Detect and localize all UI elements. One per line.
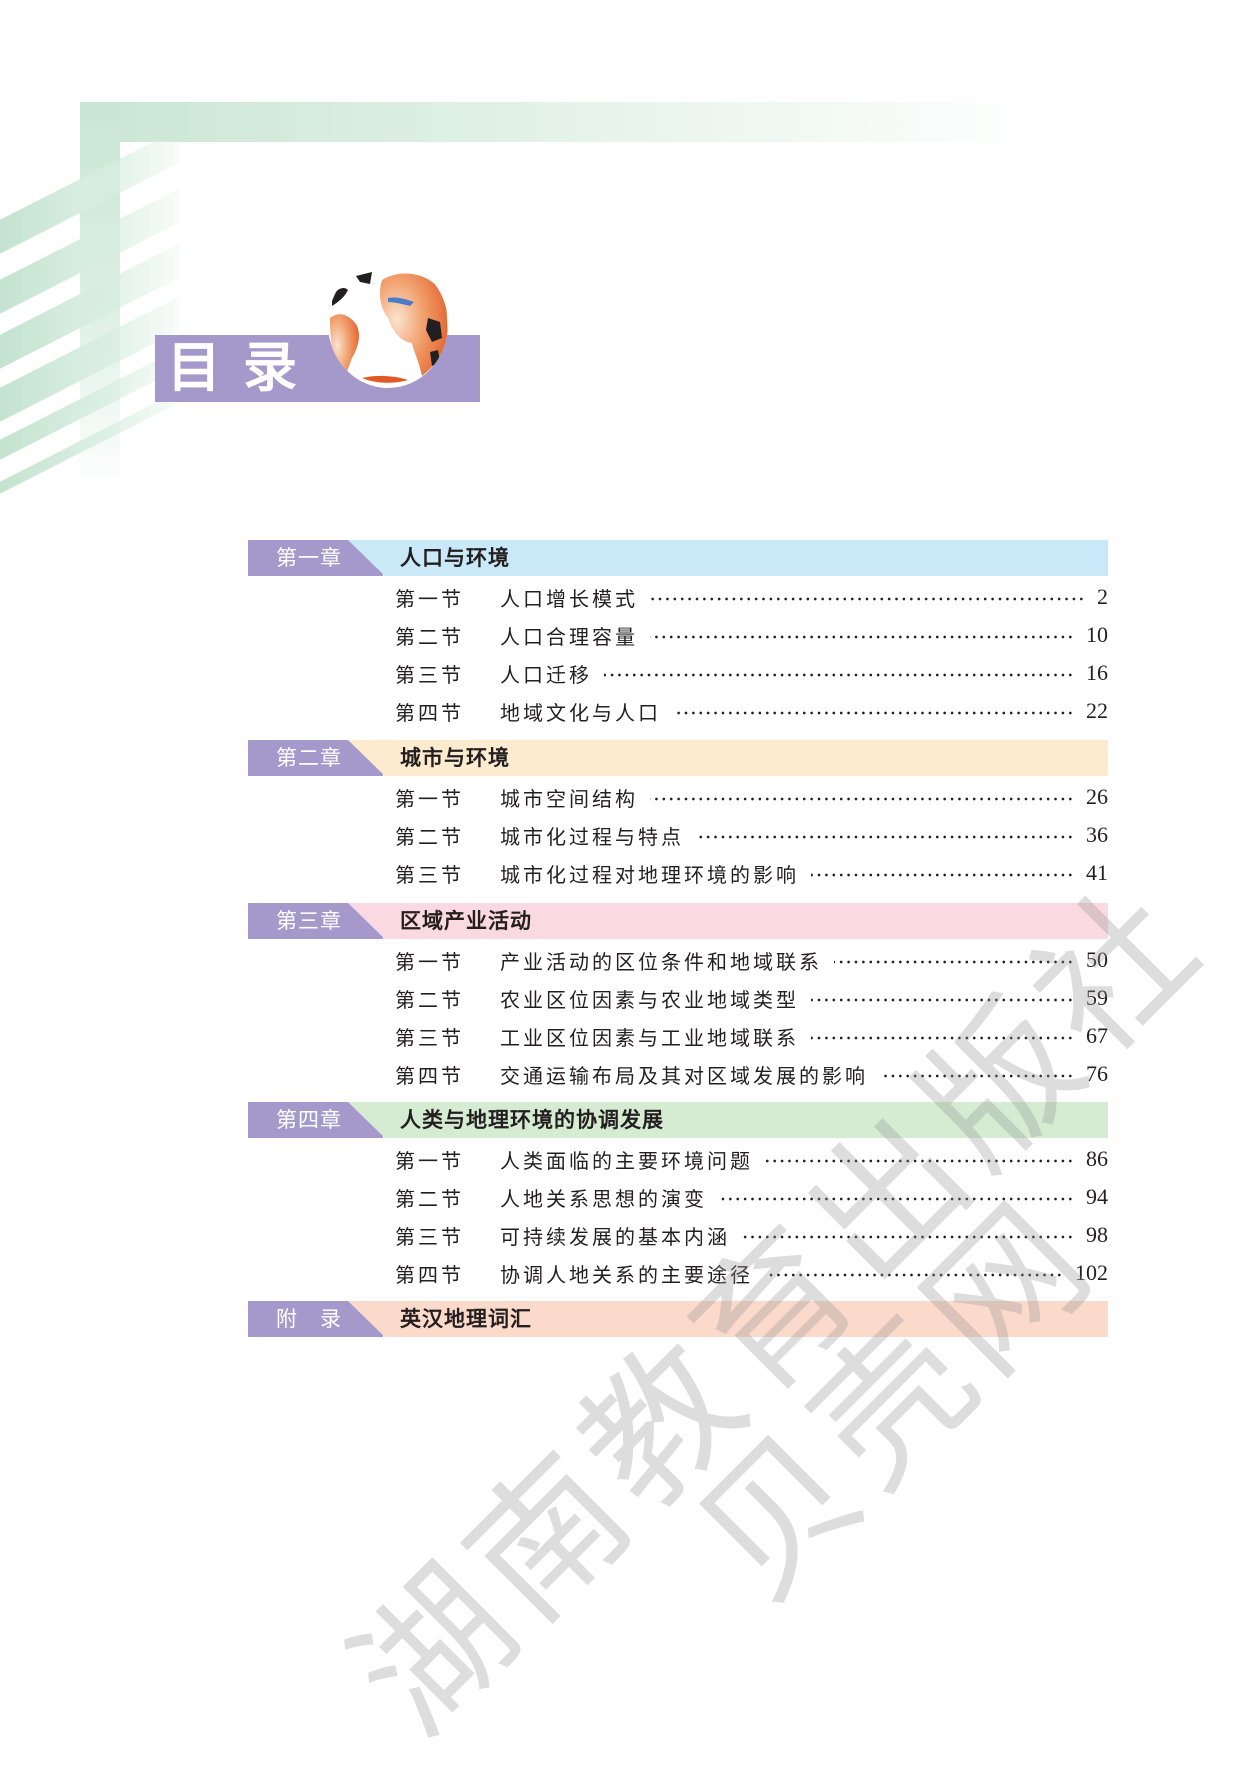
page-title: 目录: [167, 336, 319, 399]
chapter-label-text: 第一章: [276, 546, 342, 570]
page-number: 98: [1086, 1222, 1108, 1247]
section-title: 人口增长模式: [500, 586, 638, 611]
toc-entry[interactable]: 第四节 协调人地关系的主要途径 102: [395, 1256, 1108, 1290]
dot-leader: [880, 1073, 1074, 1079]
toc-entry[interactable]: 第三节 工业区位因素与工业地域联系 67: [395, 1019, 1108, 1053]
toc-entry[interactable]: 第一节 产业活动的区位条件和地域联系 50: [395, 943, 1108, 977]
dot-leader: [696, 834, 1074, 840]
chapter-title: 英汉地理词汇: [400, 1307, 532, 1331]
chapter-band: [348, 740, 1108, 776]
section-number: 第三节: [395, 1025, 464, 1050]
section-title: 人口迁移: [500, 662, 592, 687]
chapter-label-text: 第四章: [276, 1108, 342, 1132]
toc-entry[interactable]: 第二节 人地关系思想的演变 94: [395, 1180, 1108, 1214]
section-title: 工业区位因素与工业地域联系: [500, 1025, 799, 1050]
globe-icon: [328, 260, 448, 388]
page-number: 59: [1086, 985, 1108, 1010]
chapter-band: [348, 540, 1108, 576]
section-number: 第二节: [395, 1186, 464, 1211]
section-number: 第二节: [395, 987, 464, 1012]
toc-entry[interactable]: 第三节 人口迁移 16: [395, 656, 1108, 690]
page-number: 16: [1086, 660, 1108, 685]
dot-leader: [604, 672, 1074, 678]
dot-leader: [811, 872, 1074, 878]
chapter-band: [348, 1102, 1108, 1138]
page-number: 36: [1086, 822, 1108, 847]
section-number: 第三节: [395, 662, 464, 687]
page-number: 76: [1086, 1061, 1108, 1086]
chapter-title: 区域产业活动: [400, 909, 532, 933]
toc-entry[interactable]: 第一节 人口增长模式 2: [395, 580, 1108, 614]
section-number: 第一节: [395, 949, 464, 974]
page-number: 22: [1086, 698, 1108, 723]
section-number: 第四节: [395, 1262, 464, 1287]
dot-leader: [650, 634, 1074, 640]
dot-leader: [765, 1158, 1074, 1164]
dot-leader: [834, 959, 1074, 965]
section-title: 人口合理容量: [500, 624, 638, 649]
chapter-3-header[interactable]: 第三章 区域产业活动: [248, 903, 1108, 939]
chapter-title: 人口与环境: [400, 546, 510, 570]
chapter-4-header[interactable]: 第四章 人类与地理环境的协调发展: [248, 1102, 1108, 1138]
toc-entry[interactable]: 第一节 城市空间结构 26: [395, 780, 1108, 814]
section-number: 第四节: [395, 1063, 464, 1088]
dot-leader: [719, 1196, 1074, 1202]
toc-entry[interactable]: 第二节 人口合理容量 10: [395, 618, 1108, 652]
chapter-title: 城市与环境: [400, 746, 510, 770]
page-number: 2: [1097, 584, 1108, 609]
section-title: 城市化过程对地理环境的影响: [500, 862, 799, 887]
section-title: 城市空间结构: [500, 786, 638, 811]
page-number: 41: [1086, 860, 1108, 885]
section-title: 人类面临的主要环境问题: [500, 1148, 753, 1173]
toc-entry[interactable]: 第四节 交通运输布局及其对区域发展的影响 76: [395, 1057, 1108, 1091]
toc-entry[interactable]: 第三节 可持续发展的基本内涵 98: [395, 1218, 1108, 1252]
toc-entry[interactable]: 第三节 城市化过程对地理环境的影响 41: [395, 856, 1108, 890]
section-number: 第一节: [395, 586, 464, 611]
dot-leader: [650, 596, 1085, 602]
page-number: 50: [1086, 947, 1108, 972]
section-number: 第三节: [395, 1224, 464, 1249]
chapter-band: [348, 1301, 1108, 1337]
page-number: 26: [1086, 784, 1108, 809]
dot-leader: [742, 1234, 1074, 1240]
section-number: 第二节: [395, 824, 464, 849]
toc-entry[interactable]: 第四节 地域文化与人口 22: [395, 694, 1108, 728]
toc-entry[interactable]: 第二节 农业区位因素与农业地域类型 59: [395, 981, 1108, 1015]
appendix-header[interactable]: 附 录 英汉地理词汇: [248, 1301, 1108, 1337]
section-title: 城市化过程与特点: [500, 824, 684, 849]
chapter-band: [348, 903, 1108, 939]
chapter-title: 人类与地理环境的协调发展: [400, 1108, 664, 1132]
dot-leader: [811, 1035, 1074, 1041]
dot-leader: [650, 796, 1074, 802]
dot-leader: [673, 710, 1074, 716]
dot-leader: [765, 1272, 1063, 1278]
section-title: 交通运输布局及其对区域发展的影响: [500, 1063, 868, 1088]
section-title: 地域文化与人口: [500, 700, 661, 725]
section-number: 第一节: [395, 786, 464, 811]
chapter-2-header[interactable]: 第二章 城市与环境: [248, 740, 1108, 776]
header-decoration-bar: [80, 102, 1040, 142]
section-number: 第四节: [395, 700, 464, 725]
chapter-1-header[interactable]: 第一章 人口与环境: [248, 540, 1108, 576]
page-number: 102: [1075, 1260, 1108, 1285]
page-number: 86: [1086, 1146, 1108, 1171]
section-title: 人地关系思想的演变: [500, 1186, 707, 1211]
section-title: 产业活动的区位条件和地域联系: [500, 949, 822, 974]
chapter-label-text: 第二章: [276, 746, 342, 770]
section-title: 可持续发展的基本内涵: [500, 1224, 730, 1249]
page-number: 10: [1086, 622, 1108, 647]
header-decoration-stripes: [0, 140, 180, 500]
chapter-label-text: 第三章: [276, 909, 342, 933]
section-number: 第二节: [395, 624, 464, 649]
toc-entry[interactable]: 第一节 人类面临的主要环境问题 86: [395, 1142, 1108, 1176]
section-number: 第一节: [395, 1148, 464, 1173]
page-number: 94: [1086, 1184, 1108, 1209]
page-number: 67: [1086, 1023, 1108, 1048]
section-number: 第三节: [395, 862, 464, 887]
section-title: 协调人地关系的主要途径: [500, 1262, 753, 1287]
chapter-label-text: 附 录: [276, 1307, 342, 1331]
section-title: 农业区位因素与农业地域类型: [500, 987, 799, 1012]
dot-leader: [811, 997, 1074, 1003]
toc-entry[interactable]: 第二节 城市化过程与特点 36: [395, 818, 1108, 852]
